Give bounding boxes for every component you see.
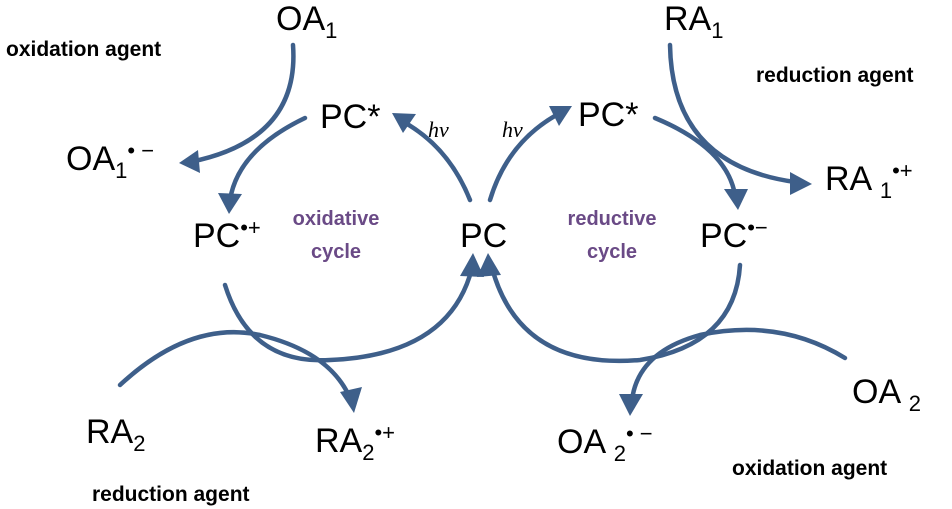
arrowhead-oa2-product — [619, 394, 643, 416]
oa2-label: OA 2 — [852, 373, 921, 416]
oxidative-cycle-line2: cycle — [311, 241, 361, 263]
oxidation-agent-bottom-label: oxidation agent — [732, 457, 887, 480]
arrow-pcanion-to-pc — [489, 262, 743, 364]
pccation-label-sup: •+ — [240, 215, 261, 240]
ra1-product-label-sub: 1 — [880, 178, 892, 203]
ra2-label-base: RA — [86, 413, 134, 451]
arrowhead-pc-left — [460, 253, 484, 277]
oa2-product-label-sub: 2 — [614, 441, 626, 466]
hv-left-label: hν — [428, 117, 449, 142]
pcanion-label: PC•− — [700, 215, 768, 255]
pccation-label: PC•+ — [193, 215, 261, 255]
ra1-product-label-sup: •+ — [892, 158, 913, 183]
reduction-agent-bottom-label: reduction agent — [92, 483, 250, 506]
oa1-product-label-base: OA — [66, 140, 115, 178]
arrow-pc-to-pcstar-right — [487, 109, 565, 203]
oxidative-cycle-line1: oxidative — [293, 208, 380, 230]
ra2-product-label-base: RA — [315, 422, 363, 460]
oa1-label-base: OA — [276, 0, 325, 38]
arrowhead-pccation — [218, 193, 242, 214]
oa1-label: OA1 — [276, 0, 337, 43]
ra1-product-label: RA 1•+ — [825, 158, 913, 203]
oa2-product-label-base: OA — [557, 423, 614, 461]
ra1-label-sub: 1 — [711, 18, 723, 43]
arrowhead-pcstar-right — [549, 106, 572, 126]
arrowhead-ra1-product — [790, 172, 812, 195]
pcanion-label-base: PC — [700, 217, 747, 255]
ra1-product-label-base: RA — [825, 160, 880, 198]
oxidation-agent-top-label: oxidation agent — [6, 38, 161, 61]
reductive-cycle-line2: cycle — [587, 241, 637, 263]
oa1-product-label-sub: 1 — [115, 158, 127, 183]
reductive-cycle-line1: reductive — [568, 208, 657, 230]
pc-label: PC — [460, 217, 507, 255]
hv-right-label: hν — [502, 117, 523, 142]
ra2-label-sub: 2 — [133, 431, 145, 456]
pcstar-right-label: PC* — [578, 96, 638, 134]
oa2-product-label: OA 2• − — [557, 421, 653, 466]
oa2-label-sub: 2 — [909, 391, 921, 416]
arrowhead-pcanion — [724, 189, 748, 210]
oa1-label-sub: 1 — [325, 18, 337, 43]
arrow-pcstar-to-pcanion — [652, 115, 738, 198]
oa2-product-label-sup: • − — [626, 421, 653, 446]
ra1-label: RA1 — [664, 0, 723, 43]
arrow-ra2-to-ra2-product — [117, 330, 353, 401]
pcstar-left-label: PC* — [320, 98, 380, 136]
ra1-label-base: RA — [664, 0, 712, 38]
arrow-ra1-to-ra1-product — [667, 42, 798, 185]
oa2-label-base: OA — [852, 373, 909, 411]
ra2-product-label-sub: 2 — [362, 440, 374, 465]
arrow-pccation-to-pc — [222, 265, 475, 363]
ra2-label: RA2 — [86, 413, 145, 456]
arrowhead-ra2-product — [340, 387, 362, 413]
pccation-label-base: PC — [193, 217, 240, 255]
arrow-pcstar-to-pccation — [227, 115, 308, 203]
oa1-product-label: OA1• − — [66, 138, 154, 183]
arrowhead-pc-right — [477, 253, 501, 277]
arrowhead-pcstar-left — [392, 113, 416, 133]
arrow-oa1-to-oa1-product — [187, 42, 296, 165]
ra2-product-label: RA2•+ — [315, 420, 395, 465]
oa1-product-label-sup: • − — [127, 138, 154, 163]
ra2-product-label-sup: •+ — [374, 420, 395, 445]
arrow-pc-to-pcstar-left — [397, 117, 473, 203]
arrow-oa2-to-oa2-product — [629, 327, 848, 403]
arrowhead-oa1-product — [179, 150, 200, 173]
reduction-agent-top-label: reduction agent — [756, 64, 914, 87]
pcanion-label-sup: •− — [747, 215, 768, 240]
